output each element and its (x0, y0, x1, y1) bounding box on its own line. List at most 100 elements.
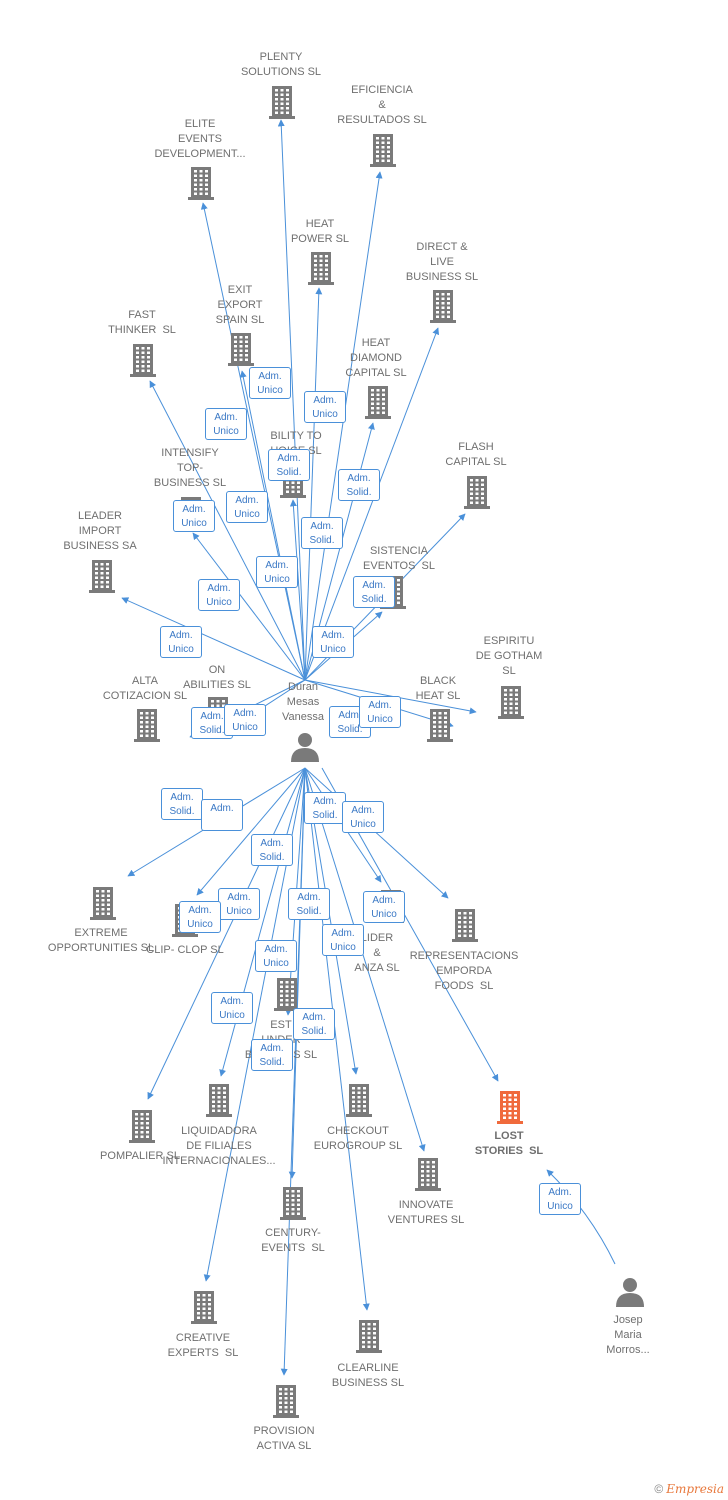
relation-badge-r18[interactable]: Adm. Solid. (161, 788, 203, 820)
relation-badge-r22[interactable]: Adm. Solid. (251, 834, 293, 866)
company-icon-checkout[interactable] (346, 1084, 372, 1117)
label-checkout[interactable]: CHECKOUT EUROGROUP SL (313, 1125, 403, 1152)
company-icon-flash[interactable] (464, 476, 490, 509)
relation-badge-r30[interactable]: Adm. Solid. (293, 1008, 335, 1040)
label-heatdiamond[interactable]: HEAT DIAMOND CAPITAL SL (345, 337, 407, 379)
company-icon-provision[interactable] (273, 1385, 299, 1418)
company-icon-representacions[interactable] (452, 909, 478, 942)
relation-badge-r12[interactable]: Adm. Unico (160, 626, 202, 658)
relation-badge-r6[interactable]: Adm. Unico (173, 500, 215, 532)
company-icon-espiritu[interactable] (498, 686, 524, 719)
label-extreme[interactable]: EXTREME OPPORTUNITIES SL (47, 927, 155, 954)
relation-badge-r19[interactable]: Adm. (201, 799, 243, 831)
relation-badge-r17[interactable]: Adm. Unico (359, 696, 401, 728)
label-lost[interactable]: LOST STORIES SL (474, 1130, 544, 1157)
label-exit[interactable]: EXIT EXPORT SPAIN SL (215, 284, 265, 326)
company-icon-creative[interactable] (191, 1291, 217, 1324)
label-innovate[interactable]: INNOVATE VENTURES SL (387, 1199, 465, 1226)
label-espiritu[interactable]: ESPIRITU DE GOTHAM SL (475, 635, 543, 677)
company-icon-best[interactable] (274, 978, 300, 1011)
relation-badge-r25[interactable]: Adm. Unico (179, 901, 221, 933)
label-intensify[interactable]: INTENSIFY TOP- BUSINESS SL (153, 447, 227, 489)
company-icon-clearline[interactable] (356, 1320, 382, 1353)
label-heatpower[interactable]: HEAT POWER SL (290, 218, 350, 245)
company-icon-innovate[interactable] (415, 1158, 441, 1191)
edge-to-innovate (304, 767, 426, 1152)
label-asistencia[interactable]: SISTENCIA EVENTOS SL (363, 545, 435, 572)
label-liquidadora[interactable]: LIQUIDADORA DE FILIALES INTERNACIONALES.… (162, 1125, 276, 1167)
relation-badge-r26[interactable]: Adm. Unico (363, 891, 405, 923)
relation-badge-r24[interactable]: Adm. Solid. (288, 888, 330, 920)
label-plenty[interactable]: PLENTY SOLUTIONS SL (240, 51, 322, 78)
edge-to-leader (121, 597, 306, 681)
label-provision[interactable]: PROVISION ACTIVA SL (253, 1425, 315, 1452)
label-clearline[interactable]: CLEARLINE BUSINESS SL (331, 1362, 405, 1389)
brand-logo-text: Empresia (666, 1482, 724, 1496)
relation-badge-r9[interactable]: Adm. Unico (256, 556, 298, 588)
relation-badge-r7[interactable]: Adm. Unico (226, 491, 268, 523)
edge-to-clip (196, 767, 306, 896)
label-duran[interactable]: Duran Mesas Vanessa (282, 681, 324, 723)
relation-badge-r3[interactable]: Adm. Unico (205, 408, 247, 440)
relation-badge-r32[interactable]: Adm. Unico (539, 1183, 581, 1215)
relation-badge-r28[interactable]: Adm. Unico (255, 940, 297, 972)
company-icon-liquidadora[interactable] (206, 1084, 232, 1117)
relation-badge-r29[interactable]: Adm. Unico (211, 992, 253, 1024)
company-icon-heatdiamond[interactable] (365, 386, 391, 419)
relation-badge-r2[interactable]: Adm. Unico (304, 391, 346, 423)
label-century[interactable]: CENTURY- EVENTS SL (261, 1227, 325, 1254)
relation-badge-r10[interactable]: Adm. Solid. (353, 576, 395, 608)
edge-to-eficiencia (304, 171, 383, 681)
company-icon-blackheat[interactable] (427, 709, 453, 742)
company-icon-plenty[interactable] (269, 86, 295, 119)
relation-badge-r1[interactable]: Adm. Unico (249, 367, 291, 399)
company-icon-direct[interactable] (430, 290, 456, 323)
relation-badge-r15[interactable]: Adm. Unico (224, 704, 266, 736)
edge-josep-to-lost (546, 1169, 616, 1265)
label-representacions[interactable]: REPRESENTACIONS EMPORDA FOODS SL (409, 950, 519, 992)
label-abilities[interactable]: ON ABILITIES SL (183, 664, 251, 691)
company-icon-heatpower[interactable] (308, 252, 334, 285)
relation-badge-r20[interactable]: Adm. Solid. (304, 792, 346, 824)
company-icon-alta[interactable] (134, 709, 160, 742)
relation-badge-r21[interactable]: Adm. Unico (342, 801, 384, 833)
edge-to-fast (149, 380, 306, 681)
company-icon-eficiencia[interactable] (370, 134, 396, 167)
label-lider[interactable]: LIDER & ANZA SL (354, 932, 400, 974)
edge-to-provision (280, 767, 306, 1376)
company-icon-extreme[interactable] (90, 887, 116, 920)
company-icon-leader[interactable] (89, 560, 115, 593)
relation-badge-r23[interactable]: Adm. Unico (218, 888, 260, 920)
company-icon-lost[interactable] (497, 1091, 523, 1124)
company-icon-exit[interactable] (228, 333, 254, 366)
edge-to-clearline (304, 767, 370, 1311)
person-icon-josep[interactable] (616, 1278, 644, 1307)
company-icon-elite[interactable] (188, 167, 214, 200)
label-elite[interactable]: ELITE EVENTS DEVELOPMENT... (154, 118, 246, 160)
edge-to-direct (304, 327, 440, 681)
company-icon-fast[interactable] (130, 344, 156, 377)
label-pompalier[interactable]: POMPALIER SL (100, 1150, 180, 1162)
relation-badge-r4[interactable]: Adm. Solid. (268, 449, 310, 481)
relation-badge-r8[interactable]: Adm. Solid. (301, 517, 343, 549)
relation-badge-r31[interactable]: Adm. Solid. (251, 1039, 293, 1071)
label-flash[interactable]: FLASH CAPITAL SL (445, 441, 507, 468)
relation-badge-r5[interactable]: Adm. Solid. (338, 469, 380, 501)
person-icon-duran[interactable] (291, 733, 319, 762)
label-fast[interactable]: FAST THINKER SL (108, 309, 176, 336)
relation-badge-r11[interactable]: Adm. Unico (198, 579, 240, 611)
label-alta[interactable]: ALTA COTIZACION SL (102, 675, 188, 702)
company-icon-century[interactable] (280, 1187, 306, 1220)
label-blackheat[interactable]: BLACK HEAT SL (415, 675, 461, 702)
label-clip[interactable]: CLIP- CLOP SL (146, 944, 224, 956)
label-eficiencia[interactable]: EFICIENCIA & RESULTADOS SL (337, 84, 427, 126)
label-creative[interactable]: CREATIVE EXPERTS SL (167, 1332, 239, 1359)
label-josep[interactable]: Josep Maria Morros... (606, 1314, 650, 1356)
label-direct[interactable]: DIRECT & LIVE BUSINESS SL (405, 241, 479, 283)
company-icon-pompalier[interactable] (129, 1110, 155, 1143)
relation-badge-r27[interactable]: Adm. Unico (322, 924, 364, 956)
relation-badge-r13[interactable]: Adm. Unico (312, 626, 354, 658)
edge-to-ability (289, 499, 306, 681)
label-leader[interactable]: LEADER IMPORT BUSINESS SA (63, 510, 137, 552)
